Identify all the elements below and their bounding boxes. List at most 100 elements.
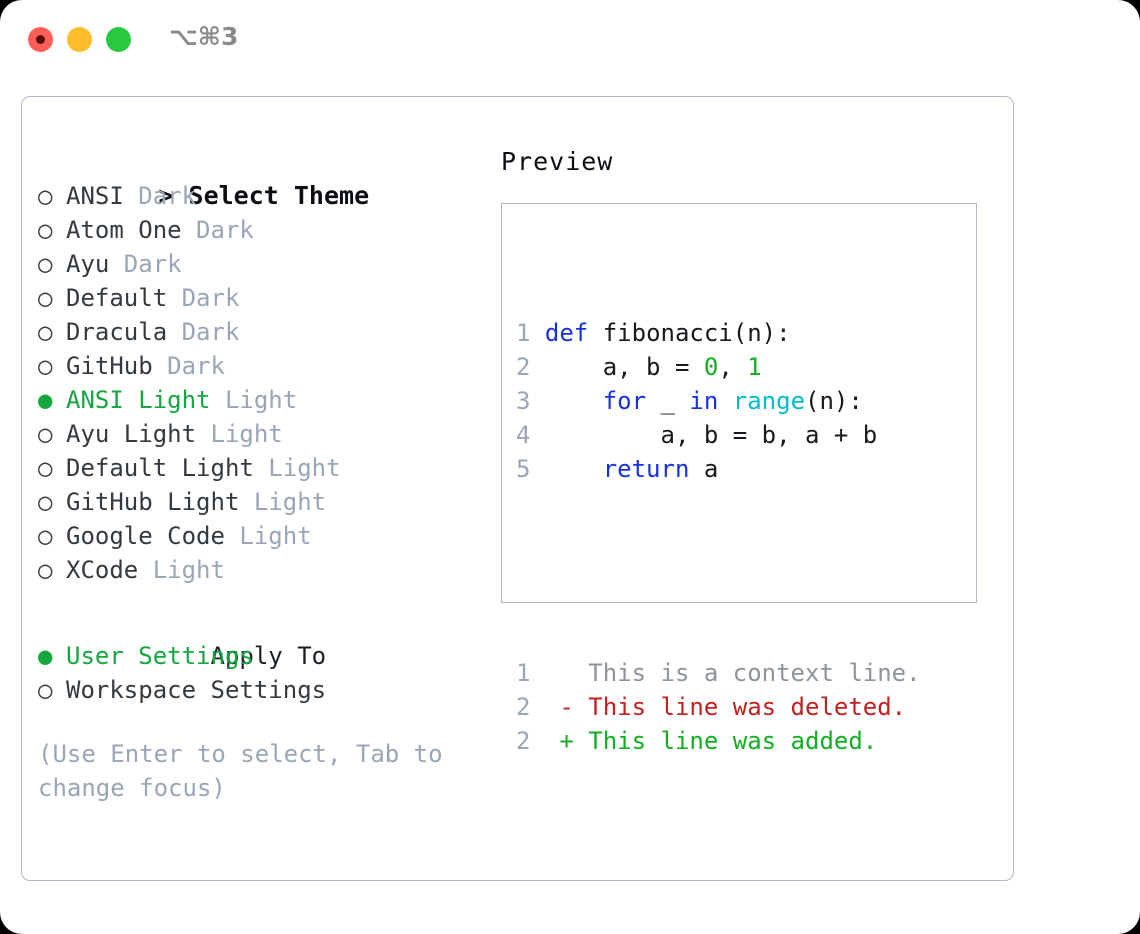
diff-block: 1 This is a context line. 2 - This line w… [516, 656, 921, 758]
theme-option-variant: Dark [109, 250, 182, 278]
radio-selected-icon: ● [38, 386, 53, 414]
radio-unselected-icon: ○ [38, 676, 53, 704]
code-gutter-space [530, 387, 544, 415]
code-line-number: 4 [516, 421, 531, 449]
code-diff-spacer [516, 554, 921, 588]
theme-option-name: Ayu [66, 250, 110, 278]
diff-line: 1 This is a context line. [516, 656, 921, 690]
code-line-number: 5 [516, 455, 531, 483]
theme-option-variant: Dark [167, 318, 240, 346]
radio-unselected-icon: ○ [38, 420, 53, 448]
theme-option-name: GitHub [66, 352, 153, 380]
code-token: a [689, 455, 719, 483]
diff-line-text: - This line was deleted. [530, 693, 907, 721]
radio-unselected-icon: ○ [38, 352, 53, 380]
apply-to-options: ● User Settings ○ Workspace Settings [38, 639, 488, 707]
theme-option-default-light[interactable]: ○ Default Light Light [38, 451, 488, 485]
select-theme-heading-text: > Select Theme [158, 181, 370, 210]
theme-option-default[interactable]: ○ Default Dark [38, 281, 488, 315]
code-line: 5 return a [516, 452, 921, 486]
code-token: a, b = [544, 353, 704, 381]
apply-to-option-label: Workspace Settings [66, 676, 327, 704]
code-token: a, b = b, a + b [544, 421, 878, 449]
theme-option-google-code[interactable]: ○ Google Code Light [38, 519, 488, 553]
apply-to-option-workspace-settings[interactable]: ○ Workspace Settings [38, 673, 488, 707]
code-token [545, 455, 603, 483]
minimize-button[interactable] [67, 27, 92, 52]
theme-option-variant: Dark [181, 216, 254, 244]
code-line-number: 3 [516, 387, 531, 415]
code-line-number: 1 [516, 319, 531, 347]
close-button[interactable] [28, 27, 53, 52]
theme-option-variant: Light [196, 420, 283, 448]
radio-unselected-icon: ○ [38, 216, 53, 244]
code-token: 0 [703, 353, 719, 381]
apply-to-heading: Apply To [38, 605, 488, 670]
radio-unselected-icon: ○ [38, 250, 53, 278]
apply-to-option-user-settings[interactable]: ● User Settings [38, 639, 488, 673]
apply-to-option-label: User Settings [66, 642, 254, 670]
theme-option-name: Default [66, 284, 168, 312]
code-token [718, 387, 732, 415]
theme-option-variant: Dark [167, 284, 240, 312]
code-token: range [732, 387, 806, 415]
theme-option-ansi[interactable]: ○ ANSI Dark [38, 179, 488, 213]
theme-option-ansi-light[interactable]: ●ANSI Light Light [38, 383, 488, 417]
theme-option-atom-one[interactable]: ○ Atom One Dark [38, 213, 488, 247]
code-token [545, 387, 603, 415]
theme-option-xcode[interactable]: ○XCode Light [38, 553, 488, 587]
radio-unselected-icon: ○ [38, 454, 53, 482]
theme-option-name: GitHub Light [66, 488, 240, 516]
diff-line-text: + This line was added. [530, 727, 878, 755]
theme-option-ayu[interactable]: ○ Ayu Dark [38, 247, 488, 281]
code-token: for [602, 387, 647, 415]
theme-option-variant: Light [224, 522, 312, 550]
select-theme-heading: > Select Theme [38, 145, 488, 210]
theme-option-variant: Light [138, 556, 225, 584]
code-token: (n): [805, 387, 863, 415]
theme-option-variant: Light [210, 386, 298, 414]
radio-unselected-icon: ○ [38, 182, 53, 210]
radio-unselected-icon: ○ [38, 522, 53, 550]
code-token: fibonacci(n): [588, 319, 791, 347]
theme-option-github[interactable]: ○GitHub Dark [38, 349, 488, 383]
keyboard-shortcut-label: ⌥⌘3 [169, 22, 239, 51]
theme-option-name: ANSI [66, 182, 124, 210]
code-token: return [602, 455, 690, 483]
apply-to-section: Apply To ● User Settings ○ Workspace Settin… [38, 605, 488, 707]
theme-option-name: Atom One [66, 216, 182, 244]
diff-line-number: 1 [516, 659, 531, 687]
code-line: 1 def fibonacci(n): [516, 316, 921, 350]
code-token: 1 [747, 353, 762, 381]
radio-unselected-icon: ○ [38, 284, 53, 312]
theme-list: ○ ANSI Dark ○ Atom One Dark ○ Ayu Dark ○ Defaul… [38, 179, 488, 587]
theme-option-name: Default Light [66, 454, 254, 482]
theme-option-variant: Light [253, 454, 341, 482]
diff-line: 2 + This line was added. [516, 724, 921, 758]
diff-line-number: 2 [516, 727, 531, 755]
code-gutter-space [530, 455, 544, 483]
preview-column: Preview 1 def fibonacci(n):2 a, b = 0, 1… [501, 145, 1001, 755]
theme-option-github-light[interactable]: ○GitHub Light Light [38, 485, 488, 519]
theme-option-dracula[interactable]: ○Dracula Dark [38, 315, 488, 349]
radio-unselected-icon: ○ [38, 556, 53, 584]
code-gutter-space [530, 353, 544, 381]
diff-line-text: This is a context line. [530, 659, 921, 687]
preview-title: Preview [501, 147, 614, 176]
radio-selected-icon: ● [38, 642, 53, 670]
code-line: 2 a, b = 0, 1 [516, 350, 921, 384]
code-line-number: 2 [516, 353, 531, 381]
maximize-button[interactable] [106, 27, 131, 52]
code-token: , [718, 353, 748, 381]
theme-option-ayu-light[interactable]: ○Ayu Light Light [38, 417, 488, 451]
code-gutter-space [530, 421, 544, 449]
code-token: def [544, 319, 589, 347]
code-token: _ [646, 387, 690, 415]
main-panel: > Select Theme ○ANSI Dark○Atom One Dark○… [21, 96, 1014, 881]
theme-option-variant: Dark [123, 182, 197, 210]
diff-line-number: 2 [516, 693, 531, 721]
theme-option-name: Google Code [66, 522, 225, 550]
